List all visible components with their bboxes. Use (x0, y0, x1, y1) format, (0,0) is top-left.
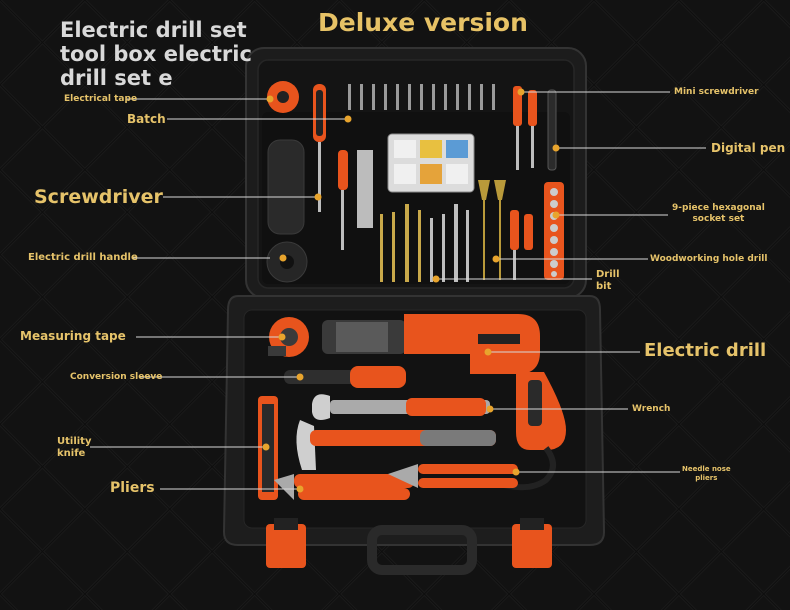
product-title-line: Electric drill set (60, 18, 247, 42)
label-socket-set-line: socket set (692, 214, 745, 224)
label-needle-nose-pliers-line: Needle nose (682, 465, 731, 473)
label-electric-drill: Electric drill (644, 340, 767, 361)
label-conversion-sleeve: Conversion sleeve (70, 372, 163, 382)
product-title: Electric drill set tool box electric dri… (60, 18, 252, 90)
drill-bits-icon (380, 204, 469, 282)
mini-screwdriver-icon (510, 86, 537, 280)
label-drill-bit: Drill bit (596, 269, 620, 293)
label-screwdriver: Screwdriver (34, 186, 163, 208)
parts-box-icon (387, 133, 475, 193)
electric-drill-icon (322, 314, 566, 491)
product-title-line: drill set e (60, 66, 173, 90)
socket-set-icon (544, 182, 564, 280)
conversion-rod-icon (357, 150, 373, 228)
label-electrical-tape: Electrical tape (64, 94, 138, 104)
label-digital-pen: Digital pen (711, 141, 786, 155)
hammer-icon (296, 420, 496, 470)
label-woodworking-hole-drill: Woodworking hole drill (650, 254, 768, 264)
version-label: Deluxe version (318, 8, 528, 37)
label-drill-bit-line: Drill (596, 269, 620, 280)
product-title-line: tool box electric (60, 42, 252, 66)
label-needle-nose-pliers-line: pliers (695, 474, 718, 482)
case-handle (367, 525, 477, 575)
leader-dots (262, 88, 560, 493)
leader-lines (90, 91, 706, 490)
needle-nose-pliers-icon (388, 464, 518, 488)
wrench-icon (312, 394, 490, 420)
screwdriver-bits-icon (348, 84, 495, 110)
label-measuring-tape: Measuring tape (20, 329, 126, 343)
label-drill-bit-line: bit (596, 281, 612, 292)
label-socket-set-line: 9-piece hexagonal (672, 203, 765, 213)
label-utility-knife: Utility knife (57, 436, 91, 460)
label-socket-set: 9-piece hexagonal socket set (672, 203, 765, 225)
electrical-tape-icon (267, 81, 299, 113)
label-needle-nose-pliers: Needle nose pliers (682, 465, 731, 483)
drill-handle-icon (266, 139, 308, 283)
conversion-sleeve-icon (284, 366, 406, 388)
case-latch-left (266, 518, 306, 568)
label-electric-drill-handle: Electric drill handle (28, 252, 138, 263)
hole-drill-icon (478, 180, 506, 280)
screwdriver-icon (313, 84, 348, 250)
label-mini-screwdriver: Mini screwdriver (674, 87, 759, 97)
case-latch-right (512, 518, 552, 568)
label-batch: Batch (127, 112, 166, 126)
label-utility-knife-line: Utility (57, 436, 92, 447)
label-pliers: Pliers (110, 480, 155, 496)
label-wrench: Wrench (632, 404, 671, 414)
measuring-tape-icon (268, 317, 309, 357)
label-utility-knife-line: knife (57, 448, 86, 459)
digital-pen-icon (547, 89, 557, 171)
pliers-icon (274, 474, 414, 500)
